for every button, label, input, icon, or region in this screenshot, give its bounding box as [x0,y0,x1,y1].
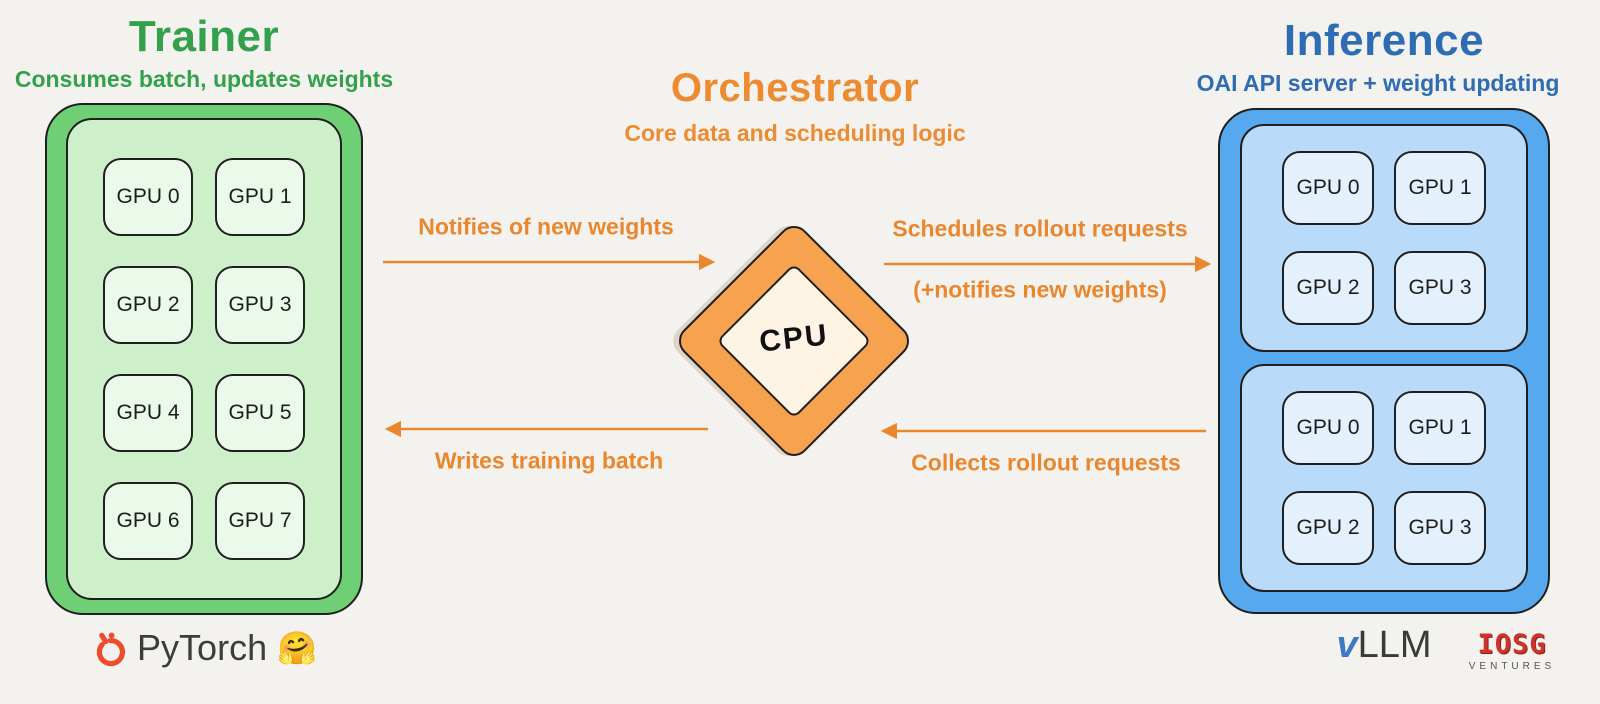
trainer-footer: PyTorch 🤗 [45,620,363,676]
gpu-label: GPU 0 [116,185,180,208]
iosg-wordmark: IOSG [1477,629,1547,660]
trainer-gpu-group: GPU 0 GPU 1 GPU 2 GPU 3 GPU 4 GPU 5 GPU … [66,118,342,600]
inference-gpu-group-2: GPU 0 GPU 1 GPU 2 GPU 3 [1240,364,1528,592]
pytorch-label: PyTorch [137,627,268,668]
gpu-cell: GPU 6 [103,482,193,560]
gpu-label: GPU 3 [1408,516,1472,539]
gpu-label: GPU 1 [228,185,292,208]
gpu-cell: GPU 4 [103,374,193,452]
arrow-label-collects-rollouts: Collects rollout requests [911,449,1181,476]
trainer-title: Trainer [128,12,280,61]
gpu-cell: GPU 2 [103,266,193,344]
pytorch-icon [96,632,126,667]
gpu-cell: GPU 3 [1394,491,1486,565]
gpu-cell: GPU 1 [1394,391,1486,465]
gpu-label: GPU 0 [1296,416,1360,439]
gpu-label: GPU 5 [228,401,292,424]
iosg-logo: IOSG VENTURES [1462,630,1562,672]
gpu-cell: GPU 0 [1282,151,1374,225]
orchestrator-title: Orchestrator [670,66,920,110]
inference-gpu-grid-1: GPU 0 GPU 1 GPU 2 GPU 3 [1282,151,1486,325]
iosg-ventures-label: VENTURES [1468,660,1556,672]
gpu-label: GPU 1 [1408,416,1472,439]
gpu-label: GPU 3 [1408,276,1472,299]
gpu-label: GPU 2 [1296,516,1360,539]
gpu-label: GPU 1 [1408,176,1472,199]
arrow-label-notifies-weights-note: (+notifies new weights) [913,276,1167,303]
inference-title: Inference [1283,16,1485,65]
gpu-label: GPU 3 [228,293,292,316]
trainer-gpu-grid: GPU 0 GPU 1 GPU 2 GPU 3 GPU 4 GPU 5 GPU … [103,158,305,560]
arrow-label-schedules-rollouts: Schedules rollout requests [892,215,1188,242]
gpu-label: GPU 2 [1296,276,1360,299]
vllm-v-icon: v [1336,623,1358,666]
orchestrator-subtitle: Core data and scheduling logic [624,120,966,146]
gpu-cell: GPU 0 [1282,391,1374,465]
gpu-cell: GPU 1 [215,158,305,236]
arrow-label-notifies-new-weights: Notifies of new weights [418,213,674,240]
gpu-cell: GPU 0 [103,158,193,236]
gpu-cell: GPU 3 [1394,251,1486,325]
trainer-subtitle: Consumes batch, updates weights [14,66,394,92]
vllm-label: LLM [1357,623,1432,666]
gpu-label: GPU 2 [116,293,180,316]
gpu-label: GPU 0 [1296,176,1360,199]
gpu-cell: GPU 2 [1282,491,1374,565]
gpu-cell: GPU 3 [215,266,305,344]
gpu-label: GPU 6 [116,509,180,532]
gpu-cell: GPU 5 [215,374,305,452]
gpu-label: GPU 4 [116,401,180,424]
huggingface-icon: 🤗 [277,630,317,666]
gpu-cell: GPU 7 [215,482,305,560]
gpu-cell: GPU 2 [1282,251,1374,325]
inference-gpu-group-1: GPU 0 GPU 1 GPU 2 GPU 3 [1240,124,1528,352]
inference-subtitle: OAI API server + weight updating [1196,70,1560,96]
inference-gpu-grid-2: GPU 0 GPU 1 GPU 2 GPU 3 [1282,391,1486,565]
gpu-label: GPU 7 [228,509,292,532]
arrow-label-writes-training-batch: Writes training batch [434,447,664,474]
gpu-cell: GPU 1 [1394,151,1486,225]
